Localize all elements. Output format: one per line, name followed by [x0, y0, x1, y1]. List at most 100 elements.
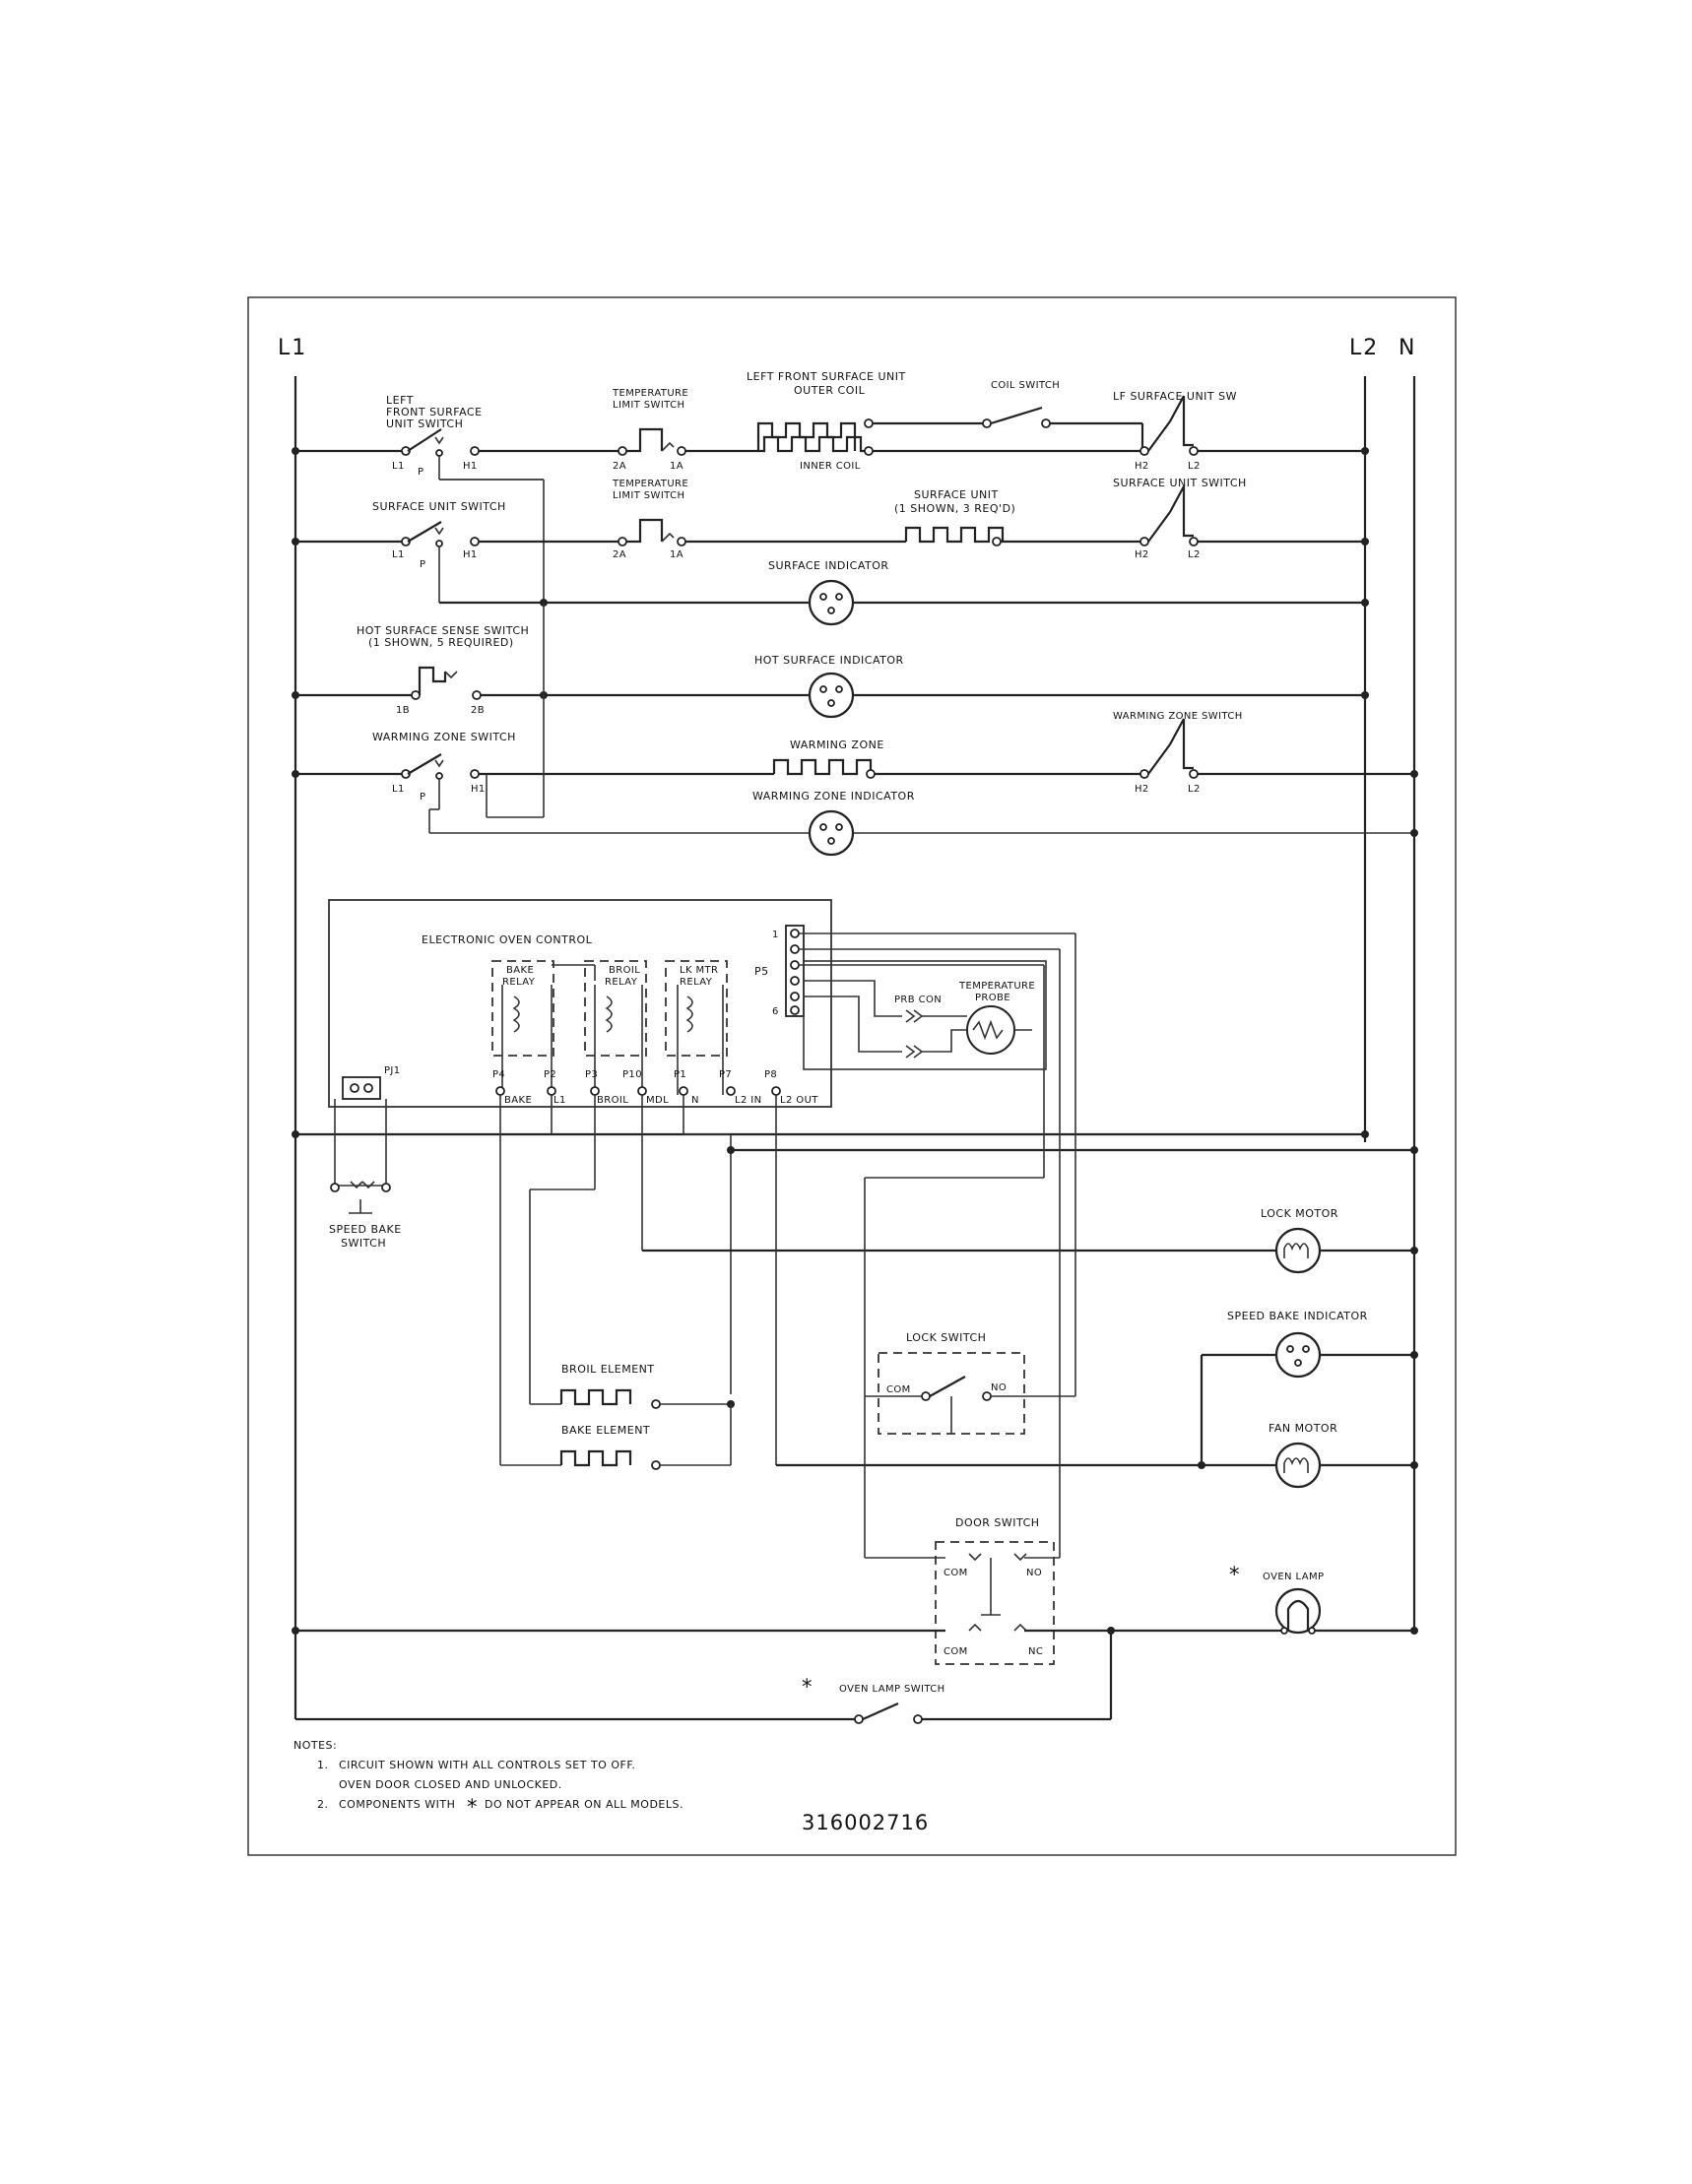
door-switch-nc: NC: [1028, 1646, 1043, 1657]
surface-unit-switch-right-label: SURFACE UNIT SWITCH: [1113, 477, 1247, 489]
temperature-probe-label-2: PROBE: [975, 993, 1010, 1003]
lf-surface-unit-sw-label: LF SURFACE UNIT SW: [1113, 390, 1237, 403]
left-front-switch-label-2: FRONT SURFACE: [386, 406, 483, 418]
pin-p7: P7: [719, 1069, 732, 1080]
pin-l1: L1: [553, 1095, 566, 1106]
row-hot-surface: HOT SURFACE SENSE SWITCH (1 SHOWN, 5 REQ…: [292, 624, 1369, 719]
temperature-limit-label-1: TEMPERATURE: [612, 388, 688, 399]
temperature-limit-label-2-row2: LIMIT SWITCH: [613, 490, 684, 501]
row-warming-zone: WARMING ZONE SWITCH L1 P H1 WARMING ZONE…: [292, 603, 1418, 857]
coil-switch-label: COIL SWITCH: [991, 380, 1060, 391]
lock-motor-label: LOCK MOTOR: [1261, 1207, 1338, 1220]
notes-title: NOTES:: [293, 1739, 337, 1752]
electronic-oven-control: ELECTRONIC OVEN CONTROL BAKE RELAY BROIL…: [328, 899, 1047, 1108]
note-1-number: 1.: [317, 1759, 329, 1771]
surface-unit-label-2: (1 SHOWN, 3 REQ'D): [894, 502, 1015, 515]
temperature-probe-label-1: TEMPERATURE: [958, 981, 1035, 992]
pin-mdl: MDL: [646, 1095, 669, 1106]
p5-pin-6: 6: [772, 1006, 779, 1017]
speed-bake-switch-label-1: SPEED BAKE: [329, 1223, 402, 1236]
door-switch-no: NO: [1026, 1568, 1042, 1578]
terminal-p-row2: P: [420, 559, 425, 570]
terminal-h1-row4: H1: [471, 784, 486, 795]
row-left-front-surface-unit: LEFT FRONT SURFACE UNIT SWITCH L1 P H1 T…: [292, 370, 1369, 607]
broil-relay-label-1: BROIL: [609, 965, 640, 976]
lk-mtr-relay-label-1: LK MTR: [680, 965, 718, 976]
bus-label-l1: L1: [278, 336, 307, 360]
pin-l2-in: L2 IN: [735, 1095, 762, 1106]
warming-zone-label: WARMING ZONE: [790, 739, 884, 751]
diagram-frame: [247, 296, 1457, 1856]
terminal-1a: 1A: [670, 461, 683, 472]
broil-relay: [584, 960, 647, 1057]
row-surface-unit: SURFACE UNIT SWITCH L1 P H1 TEMPERATURE …: [292, 477, 1369, 626]
warming-zone-switch-label: WARMING ZONE SWITCH: [372, 731, 516, 743]
bus-lines: [293, 376, 1416, 1635]
bake-element: BAKE ELEMENT: [500, 1404, 732, 1470]
door-switch: DOOR SWITCH COM NO COM NC: [865, 1516, 1060, 1665]
lk-mtr-relay: [665, 960, 728, 1057]
door-switch-com-top: COM: [944, 1568, 968, 1578]
temperature-probe: [966, 1005, 1015, 1055]
pin-l2-out: L2 OUT: [780, 1095, 818, 1106]
surface-indicator-label: SURFACE INDICATOR: [768, 559, 889, 572]
bake-relay-label-1: BAKE: [506, 965, 534, 976]
bus-label-n: N: [1399, 336, 1416, 360]
bake-relay: [491, 960, 554, 1057]
oven-lamp-circuit: * OVEN LAMP * OVEN LAMP SWITCH: [292, 1563, 1418, 1724]
warming-zone-switch-right-label: WARMING ZONE SWITCH: [1113, 711, 1243, 722]
temperature-limit-label-2: LIMIT SWITCH: [613, 400, 684, 411]
fan-motor-label: FAN MOTOR: [1269, 1422, 1337, 1435]
broil-relay-label-2: RELAY: [605, 977, 638, 988]
terminal-h2-row4: H2: [1135, 784, 1149, 795]
terminal-h1: H1: [463, 461, 478, 472]
broil-element: BROIL ELEMENT: [530, 1363, 735, 1409]
bus-label-l2: L2: [1349, 336, 1379, 360]
broil-element-label: BROIL ELEMENT: [561, 1363, 655, 1376]
surface-coil-label-2: OUTER COIL: [794, 384, 866, 397]
oven-lamp-switch-label: OVEN LAMP SWITCH: [839, 1684, 945, 1695]
lk-mtr-relay-label-2: RELAY: [680, 977, 713, 988]
lock-switch-com: COM: [886, 1384, 911, 1395]
pin-p4: P4: [492, 1069, 505, 1080]
bake-element-label: BAKE ELEMENT: [561, 1424, 650, 1437]
prb-con-label: PRB CON: [894, 995, 942, 1005]
electronic-oven-control-title: ELECTRONIC OVEN CONTROL: [422, 933, 593, 946]
terminal-h1-row2: H1: [463, 549, 478, 560]
door-switch-com-bottom: COM: [944, 1646, 968, 1657]
speed-bake-indicator-label: SPEED BAKE INDICATOR: [1227, 1310, 1368, 1322]
pin-broil: BROIL: [597, 1095, 628, 1106]
terminal-p-row4: P: [420, 792, 425, 803]
pin-bake: BAKE: [504, 1095, 532, 1106]
p5-pin-1: 1: [772, 930, 779, 940]
terminal-l2-row4: L2: [1188, 784, 1201, 795]
note-2-asterisk: *: [467, 1795, 479, 1819]
note-1-line-2: OVEN DOOR CLOSED AND UNLOCKED.: [339, 1778, 562, 1791]
speed-bake-indicator: SPEED BAKE INDICATOR: [1200, 1310, 1418, 1465]
terminal-l1-row4: L1: [392, 784, 405, 795]
terminal-2a-row2: 2A: [613, 549, 626, 560]
pin-p3: P3: [585, 1069, 598, 1080]
terminal-h2: H2: [1135, 461, 1149, 472]
part-number: 316002716: [802, 1811, 929, 1834]
warming-zone-indicator-label: WARMING ZONE INDICATOR: [752, 790, 915, 803]
surface-unit-switch-label: SURFACE UNIT SWITCH: [372, 500, 506, 513]
lock-motor: LOCK MOTOR: [1261, 1207, 1338, 1274]
pin-n: N: [691, 1095, 699, 1106]
bake-relay-label-2: RELAY: [502, 977, 536, 988]
left-front-switch-label-1: LEFT: [386, 394, 414, 407]
pin-p10: P10: [622, 1069, 642, 1080]
door-switch-title: DOOR SWITCH: [955, 1516, 1040, 1529]
terminal-l2: L2: [1188, 461, 1201, 472]
pin-p8: P8: [764, 1069, 777, 1080]
pj1-label: PJ1: [384, 1065, 401, 1076]
surface-unit-label-1: SURFACE UNIT: [914, 488, 999, 501]
oven-lamp: [1274, 1587, 1322, 1635]
terminal-p: P: [418, 467, 423, 478]
terminal-l1-row2: L1: [392, 549, 405, 560]
terminal-2a: 2A: [613, 461, 626, 472]
oven-lamp-switch-asterisk: *: [802, 1675, 813, 1699]
speed-bake-switch-label-2: SWITCH: [341, 1237, 386, 1250]
note-1-line-1: CIRCUIT SHOWN WITH ALL CONTROLS SET TO O…: [339, 1759, 635, 1771]
